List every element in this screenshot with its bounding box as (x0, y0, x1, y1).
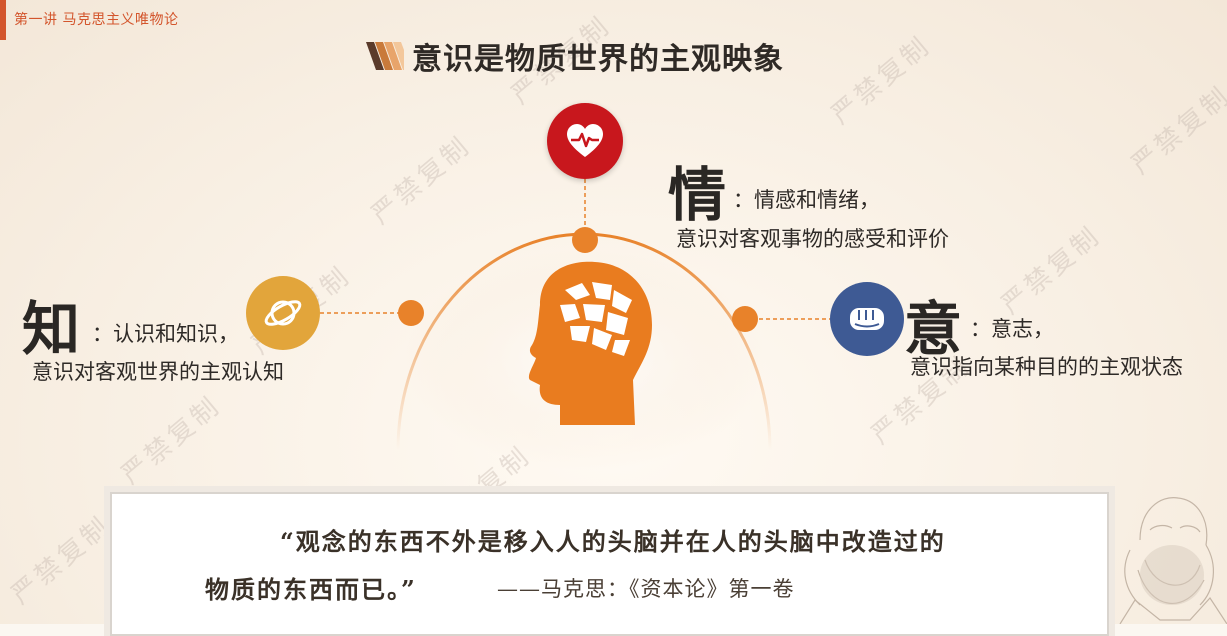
right-dot (732, 306, 758, 332)
header-accent-bar (0, 0, 6, 40)
quote-line1: “观念的东西不外是移入人的头脑并在人的头脑中改造过的 (280, 527, 946, 556)
fist-icon (850, 308, 884, 330)
fist-circle (830, 282, 904, 356)
marx-portrait (1119, 497, 1227, 624)
stripes-icon (366, 42, 404, 70)
feeling-line1: ：情感和情绪， (733, 188, 880, 212)
knowing-line1: ：认识和知识， (92, 322, 239, 346)
will-line2: 意识指向某种目的的主观状态 (910, 355, 1183, 379)
top-dot (572, 227, 598, 253)
will-char: 意 (904, 295, 963, 363)
heart-pulse-icon (567, 124, 603, 157)
quote-source: ——马克思：《资本论》第一卷 (497, 577, 795, 601)
quote-line2: 物质的东西而已。” (205, 575, 417, 604)
knowing-char: 知 (22, 295, 81, 363)
quote-box (110, 492, 1109, 636)
planet-icon (264, 300, 302, 326)
page-title: 意识是物质世界的主观映象 (412, 42, 784, 77)
planet-circle (246, 276, 320, 350)
heart-circle (547, 103, 623, 179)
knowing-line2: 意识对客观世界的主观认知 (32, 360, 284, 384)
will-line1: ：意志， (970, 317, 1054, 341)
feeling-char: 情 (668, 161, 727, 229)
section-label: 第一讲 马克思主义唯物论 (14, 12, 179, 28)
title-block: 意识是物质世界的主观映象 (366, 36, 784, 77)
head-brain-icon (528, 261, 652, 425)
left-dot (398, 300, 424, 326)
feeling-line2: 意识对客观事物的感受和评价 (676, 227, 949, 251)
